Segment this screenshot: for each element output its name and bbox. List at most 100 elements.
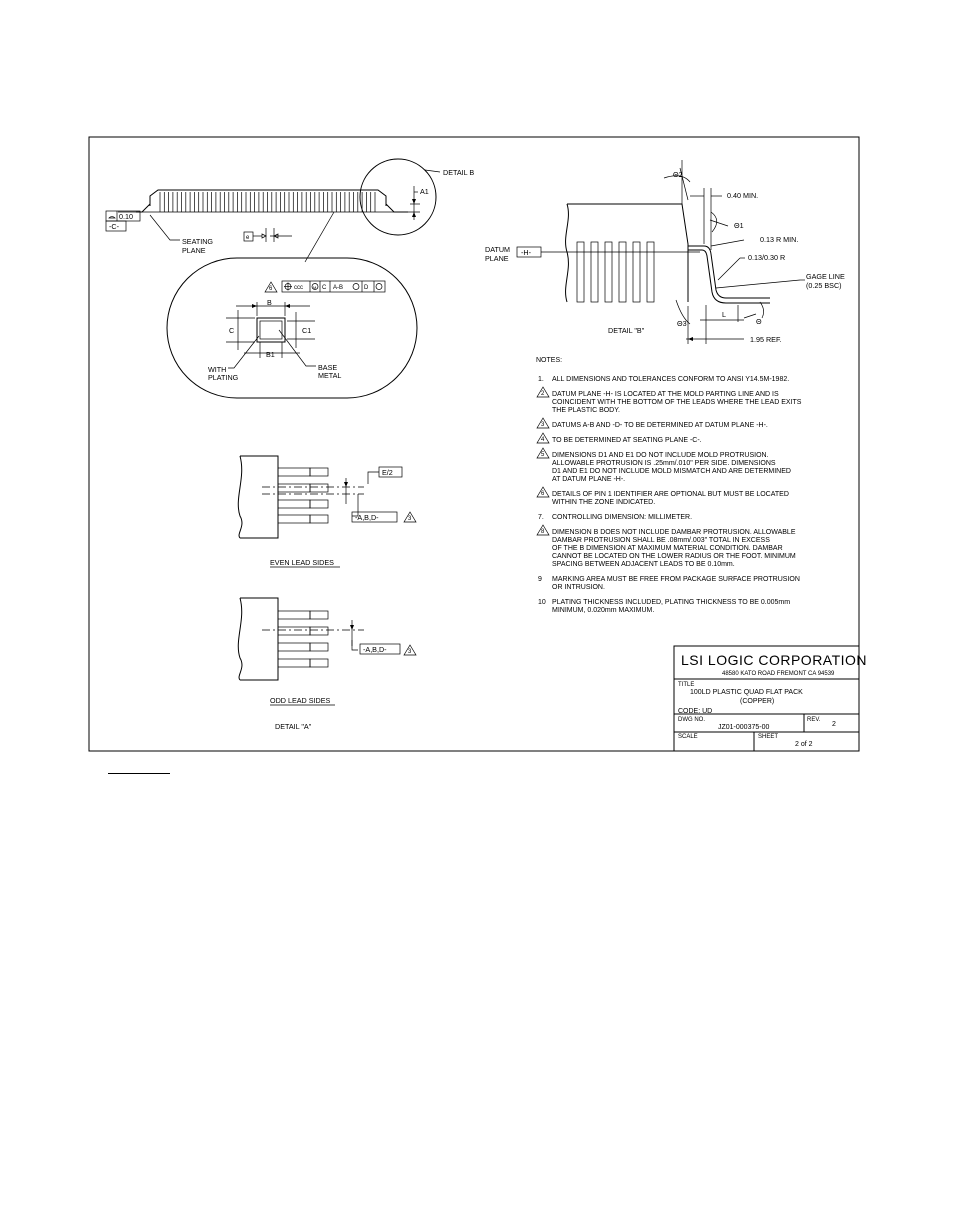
notes-block: NOTES: 1. ALL DIMENSIONS AND TOLERANCES C…	[536, 357, 802, 614]
note-line: THE PLASTIC BODY.	[552, 407, 620, 414]
with-plating-label-2: PLATING	[208, 373, 239, 382]
odd-lead-sides-label: ODD LEAD SIDES	[270, 696, 331, 705]
tol-note-flag: 6	[269, 286, 273, 292]
rev-value: 2	[832, 721, 836, 728]
tol-datum-c: C	[322, 285, 327, 291]
note-number: 5	[541, 452, 545, 458]
note-flag-icon	[536, 447, 550, 459]
svg-text:M: M	[313, 285, 316, 290]
sheet-label: SHEET	[758, 734, 778, 740]
note-line: OF THE B DIMENSION AT MAXIMUM MATERIAL C…	[552, 545, 783, 552]
detail-b-callout-circle	[359, 158, 437, 236]
note-line: DIMENSIONS D1 AND E1 DO NOT INCLUDE MOLD…	[552, 452, 769, 459]
theta-label: Θ	[756, 317, 762, 326]
note-number: 10	[538, 599, 546, 606]
note-flag-icon	[536, 524, 550, 536]
note-line: DIMENSION B DOES NOT INCLUDE DAMBAR PROT…	[552, 529, 796, 536]
detail-a-odd-view: -A,B,D- 3 ODD LEAD SIDES DETAIL "A"	[237, 597, 417, 731]
seating-plane-label-2: PLANE	[182, 246, 206, 255]
note-line: DATUMS A-B AND -D- TO BE DETERMINED AT D…	[552, 422, 768, 429]
note-number: 2	[541, 391, 545, 397]
note-number: 8	[541, 529, 545, 535]
base-metal-label-1: BASE	[318, 363, 337, 372]
side-view: 0.10 -C- SEATING PLANE e A1 DETAIL B	[105, 158, 474, 263]
note-line: TO BE DETERMINED AT SEATING PLANE -C-.	[552, 437, 702, 444]
detail-a-caption: DETAIL "A"	[275, 722, 312, 731]
code-field: CODE: UD	[678, 708, 712, 715]
datum-plane-label-2: PLANE	[485, 254, 509, 263]
footnote-rule	[108, 773, 170, 774]
note-line: MARKING AREA MUST BE FREE FROM PACKAGE S…	[552, 576, 800, 583]
title-field-label: TITLE	[678, 682, 694, 688]
dim-b-label: B	[267, 298, 272, 307]
tol-datum-ab: A-B	[333, 285, 343, 291]
side-view-leads	[159, 192, 376, 212]
dim-c-label: C	[229, 326, 234, 335]
note-flag-icon	[536, 417, 550, 429]
note-line: CONTROLLING DIMENSION: MILLIMETER.	[552, 514, 692, 521]
note-line: MINIMUM, 0.020mm MAXIMUM.	[552, 607, 654, 614]
drawing-title-2: (COPPER)	[740, 698, 774, 705]
drawing-frame	[88, 136, 860, 752]
theta2-label: Θ2	[673, 170, 683, 179]
note-line: ALL DIMENSIONS AND TOLERANCES CONFORM TO…	[552, 376, 789, 383]
gage-line-label-2: (0.25 BSC)	[806, 281, 842, 290]
note-line: COINCIDENT WITH THE BOTTOM OF THE LEADS …	[552, 399, 802, 406]
datum-ref-odd: -A,B,D-	[363, 645, 387, 654]
note-flag-icon	[536, 432, 550, 444]
r013-min-label: 0.13 R MIN.	[760, 235, 798, 244]
dim-b1-label: B1	[266, 350, 275, 359]
datum-plane-label-1: DATUM	[485, 245, 510, 254]
ref195-label: 1.95 REF.	[750, 335, 782, 344]
detail-b-caption: DETAIL "B"	[608, 326, 645, 335]
title-block: LSI LOGIC CORPORATION 48580 KATO ROAD FR…	[673, 645, 867, 752]
note-number: 3	[541, 422, 545, 428]
theta1-label: Θ1	[734, 221, 744, 230]
note-line: SPACING BETWEEN ADJACENT LEADS TO BE 0.1…	[552, 561, 735, 568]
e-half-label: E/2	[382, 468, 393, 477]
datum-ref-even: -A,B,D-	[355, 513, 379, 522]
dim-040-min-label: 0.40 MIN.	[727, 191, 758, 200]
company-address: 48580 KATO ROAD FREMONT CA 94539	[722, 671, 835, 677]
detail-b-label: DETAIL B	[443, 168, 474, 177]
note-number: 7.	[538, 514, 544, 521]
datum-c-label: -C-	[109, 222, 120, 231]
note-line: PLATING THICKNESS INCLUDED, PLATING THIC…	[552, 599, 790, 606]
dim-c1-label: C1	[302, 326, 311, 335]
dim-a1-label: A1	[420, 187, 429, 196]
note-number: 9	[538, 576, 542, 583]
note-number: 6	[541, 491, 545, 497]
detail-a-even-view: E/2 -A,B,D- 3 EVEN LEAD SIDES	[237, 455, 417, 568]
note-line: ALLOWABLE PROTRUSION IS .25mm/.010" PER …	[552, 460, 776, 467]
r01303-label: 0.13/0.30 R	[748, 253, 785, 262]
theta3-label: Θ3	[677, 319, 687, 328]
notes-heading: NOTES:	[536, 357, 562, 364]
drawing-title-1: 100LD PLASTIC QUAD FLAT PACK	[690, 689, 803, 696]
rev-label: REV.	[807, 717, 821, 723]
base-metal-label-2: METAL	[318, 371, 341, 380]
dwg-no-label: DWG NO.	[678, 717, 705, 723]
note-line: DATUM PLANE -H- IS LOCATED AT THE MOLD P…	[552, 391, 779, 398]
note-line: DETAILS OF PIN 1 IDENTIFIER ARE OPTIONAL…	[552, 491, 789, 498]
flag-even: 3	[408, 516, 412, 522]
seating-plane-label-1: SEATING	[182, 237, 213, 246]
note-line: DAMBAR PROTRUSION SHALL BE .08mm/.003" T…	[552, 537, 770, 544]
note-line: D1 AND E1 DO NOT INCLUDE MOLD MISMATCH A…	[552, 468, 791, 475]
note-line: AT DATUM PLANE -H-.	[552, 476, 625, 483]
dim-l-label: L	[722, 310, 726, 319]
with-plating-label-1: WITH	[208, 365, 226, 374]
note-line: OR INTRUSION.	[552, 584, 605, 591]
note-number: 1.	[538, 376, 544, 383]
datum-h-label: -H-	[521, 248, 532, 257]
note-line: WITHIN THE ZONE INDICATED.	[552, 499, 655, 506]
flag-odd: 3	[408, 649, 412, 655]
sheet-value: 2 of 2	[795, 741, 813, 748]
note-flag-icon	[536, 386, 550, 398]
flatness-value: 0.10	[119, 212, 133, 221]
scale-label: SCALE	[678, 734, 698, 740]
note-number: 4	[541, 437, 545, 443]
dim-e-label: e	[246, 235, 250, 241]
gage-line-label-1: GAGE LINE	[806, 272, 845, 281]
detail-b-view: -H- DATUM PLANE GAGE LINE (0.25 BSC) Θ2 …	[485, 160, 845, 344]
